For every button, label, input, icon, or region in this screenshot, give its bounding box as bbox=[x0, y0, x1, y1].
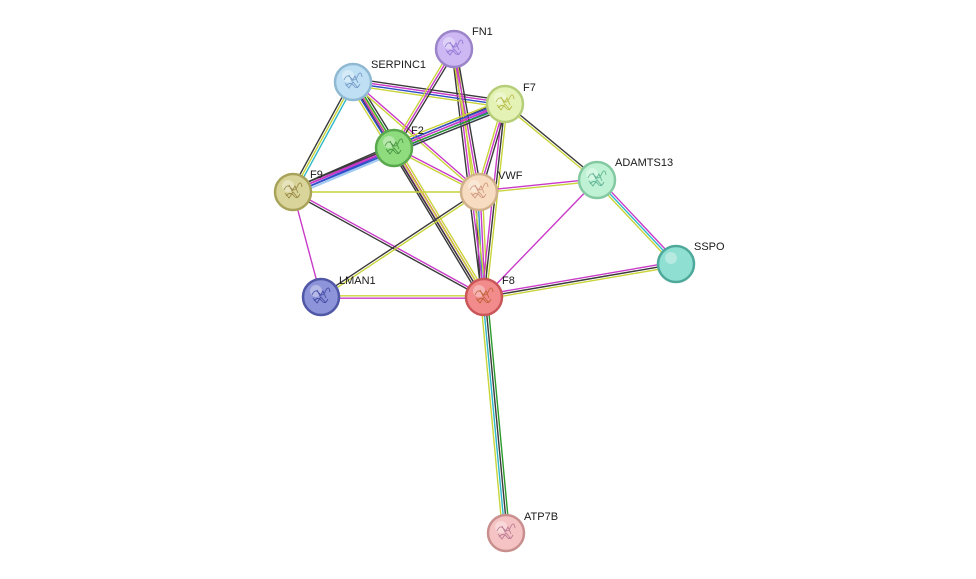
edge-evidence-line bbox=[292, 192, 484, 299]
node-atp7b[interactable]: ATP7B bbox=[486, 511, 558, 553]
edge-evidence-line bbox=[351, 82, 479, 194]
node-label: F8 bbox=[502, 275, 515, 287]
edge-evidence-line bbox=[482, 297, 506, 534]
edge-evidence-line bbox=[484, 265, 677, 300]
node-label: SERPINC1 bbox=[371, 59, 426, 71]
edge-evidence-line bbox=[483, 263, 677, 298]
edge-evidence-line bbox=[483, 179, 598, 298]
edge-evidence-line bbox=[396, 145, 488, 296]
node-f2[interactable]: F2 bbox=[374, 125, 424, 168]
node-highlight bbox=[665, 252, 677, 264]
node-label: VWF bbox=[498, 170, 523, 182]
protein-structure-icon bbox=[469, 182, 489, 199]
edge-evidence-line bbox=[505, 102, 599, 180]
edge-f9-serpinc1 bbox=[290, 80, 356, 194]
node-vwf[interactable]: VWF bbox=[459, 170, 523, 212]
edge-evidence-line bbox=[353, 80, 506, 104]
edge-evidence-line bbox=[395, 49, 457, 150]
protein-structure-icon bbox=[343, 72, 363, 89]
protein-structure-icon bbox=[311, 287, 331, 304]
node-adamts13[interactable]: ADAMTS13 bbox=[577, 157, 673, 200]
node-circle[interactable] bbox=[656, 244, 696, 284]
edge-evidence-line bbox=[479, 297, 504, 534]
node-f8[interactable]: F8 bbox=[464, 275, 515, 317]
edge-f8-lman1 bbox=[321, 295, 484, 299]
protein-structure-icon bbox=[384, 138, 404, 155]
edge-evidence-line bbox=[292, 81, 354, 193]
protein-structure-icon bbox=[474, 287, 494, 304]
edge-evidence-line bbox=[486, 296, 511, 533]
edge-evidence-line bbox=[395, 107, 507, 153]
edge-vwf-adamts13 bbox=[478, 178, 598, 194]
edge-evidence-line bbox=[483, 261, 676, 296]
edge-evidence-line bbox=[485, 104, 508, 298]
edge-f7-f2 bbox=[392, 99, 507, 153]
node-f9[interactable]: F9 bbox=[273, 169, 323, 212]
edge-evidence-line bbox=[453, 48, 480, 193]
edge-f8-f9 bbox=[292, 190, 485, 299]
node-serpinc1[interactable]: SERPINC1 bbox=[333, 59, 426, 102]
protein-structure-icon bbox=[495, 94, 515, 111]
edge-f8-sspo bbox=[483, 261, 677, 300]
edge-evidence-line bbox=[503, 104, 597, 182]
edge-evidence-line bbox=[451, 49, 483, 298]
edge-f7-adamts13 bbox=[503, 102, 599, 182]
edge-f8-serpinc1 bbox=[351, 81, 486, 298]
node-label: ATP7B bbox=[524, 511, 558, 523]
node-sspo[interactable]: SSPO bbox=[656, 241, 725, 284]
protein-structure-icon bbox=[587, 170, 607, 187]
edge-evidence-line bbox=[392, 101, 505, 147]
edge-evidence-line bbox=[594, 181, 675, 267]
edge-evidence-line bbox=[391, 47, 453, 148]
edge-f8-adamts13 bbox=[483, 179, 598, 298]
edge-evidence-line bbox=[484, 296, 508, 533]
node-label: SSPO bbox=[694, 241, 725, 253]
edge-evidence-line bbox=[293, 190, 485, 297]
node-label: F9 bbox=[310, 169, 323, 181]
edge-evidence-line bbox=[294, 82, 356, 194]
protein-structure-icon bbox=[496, 523, 516, 540]
edge-evidence-line bbox=[479, 180, 598, 194]
node-label: ADAMTS13 bbox=[615, 157, 673, 169]
edge-evidence-line bbox=[390, 149, 482, 300]
node-label: LMAN1 bbox=[339, 275, 376, 287]
node-f7[interactable]: F7 bbox=[485, 82, 536, 124]
edge-evidence-line bbox=[353, 81, 486, 297]
edge-evidence-line bbox=[598, 177, 679, 263]
node-label: F2 bbox=[411, 125, 424, 137]
node-fn1[interactable]: FN1 bbox=[434, 26, 493, 69]
edge-evidence-line bbox=[321, 192, 481, 299]
edge-f8-atp7b bbox=[479, 296, 511, 534]
edge-evidence-line bbox=[478, 178, 597, 192]
edge-evidence-line bbox=[393, 48, 455, 149]
edge-fn1-f2 bbox=[391, 47, 457, 150]
edge-evidence-line bbox=[393, 103, 506, 149]
node-lman1[interactable]: LMAN1 bbox=[301, 275, 376, 317]
edge-evidence-line bbox=[394, 105, 507, 151]
edge-evidence-line bbox=[392, 99, 504, 145]
node-label: FN1 bbox=[472, 26, 493, 38]
edge-evidence-line bbox=[290, 80, 352, 192]
protein-structure-icon bbox=[444, 39, 464, 56]
edge-evidence-line bbox=[319, 190, 479, 297]
edge-evidence-line bbox=[351, 82, 484, 298]
protein-structure-icon bbox=[283, 182, 303, 199]
node-label: F7 bbox=[523, 82, 536, 94]
edge-lman1-vwf bbox=[319, 190, 481, 299]
